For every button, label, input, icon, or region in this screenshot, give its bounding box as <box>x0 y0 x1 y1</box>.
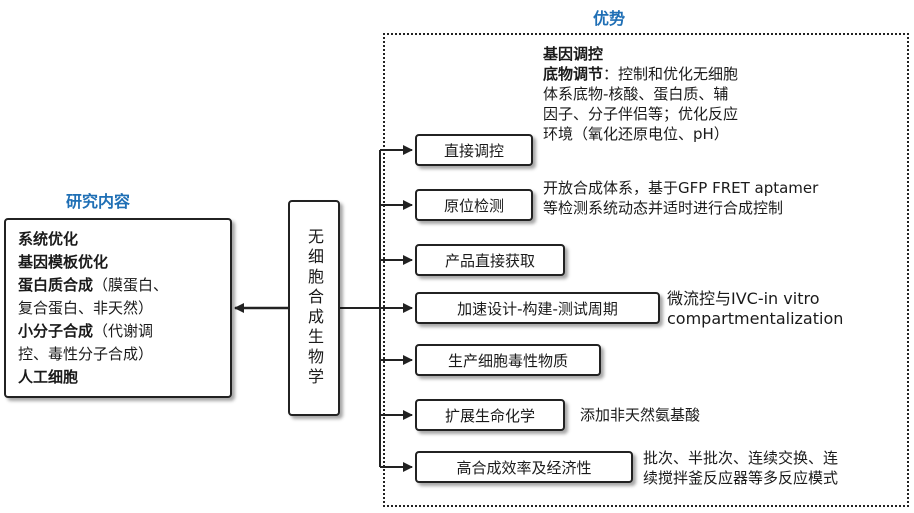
advantage-in-situ-detection: 原位检测 <box>415 189 533 221</box>
advantages-title: 优势 <box>593 9 626 28</box>
research-title: 研究内容 <box>66 192 131 211</box>
note-in-situ-detection: 开放合成体系，基于GFP FRET aptamer 等检测系统动态并适时进行合成… <box>543 179 819 217</box>
research-line: 复合蛋白、非天然） <box>18 299 154 317</box>
advantages-frame <box>383 33 909 507</box>
research-line: 系统优化 <box>18 230 79 248</box>
advantage-efficiency: 高合成效率及经济性 <box>415 451 633 483</box>
advantage-expand-chemistry: 扩展生命化学 <box>415 399 565 431</box>
research-line: 蛋白质合成（膜蛋白、 <box>18 276 169 294</box>
research-line: 控、毒性分子合成） <box>18 345 154 363</box>
note-efficiency: 批次、半批次、连续交换、连 续搅拌釜反应器等多反应模式 <box>643 449 839 487</box>
advantage-toxic-products: 生产细胞毒性物质 <box>415 344 601 376</box>
note-expand-chemistry: 添加非天然氨基酸 <box>580 406 701 424</box>
core-topic-box: 无细胞合成生物学 <box>288 200 340 416</box>
research-line: 人工细胞 <box>18 368 79 386</box>
advantage-direct-control: 直接调控 <box>415 134 533 166</box>
note-direct-control: 基因调控 底物调节：控制和优化无细胞 体系底物-核酸、蛋白质、辅 因子、分子伴侣… <box>543 45 739 143</box>
core-topic-label: 无细胞合成生物学 <box>305 228 324 388</box>
research-content-box: 系统优化 基因模板优化 蛋白质合成（膜蛋白、 复合蛋白、非天然） 小分子合成（代… <box>4 218 232 398</box>
research-line: 基因模板优化 <box>18 253 109 271</box>
advantage-direct-product: 产品直接获取 <box>415 244 565 276</box>
advantage-dbt-cycle: 加速设计-构建-测试周期 <box>415 292 660 324</box>
research-line: 小分子合成（代谢调 <box>18 322 154 340</box>
note-dbt-cycle: 微流控与IVC-in vitro compartmentalization <box>667 289 844 328</box>
